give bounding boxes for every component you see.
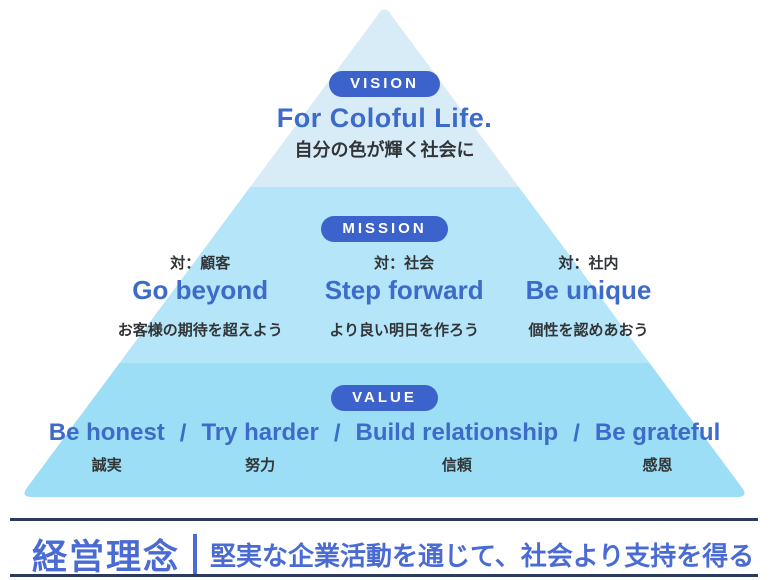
mission-subtitle: 個性を認めあおう <box>528 321 649 339</box>
value-item-honest: Be honest 誠実 <box>48 419 165 475</box>
value-subtitle: 信頼 <box>441 457 472 475</box>
mission-target-label: 対：顧客 <box>170 255 231 272</box>
value-title: Be honest <box>48 419 165 446</box>
value-item-relationship: Build relationship 信頼 <box>355 419 559 475</box>
value-item-try-harder: Try harder 努力 <box>201 419 319 475</box>
mission-badge: MISSION <box>321 216 448 242</box>
value-separator: / <box>333 420 341 447</box>
mission-title: Be unique <box>525 275 652 305</box>
value-title: Build relationship <box>355 419 559 446</box>
value-items-row: Be honest 誠実 / Try harder 努力 / Build rel… <box>0 419 769 475</box>
value-title: Be grateful <box>594 419 721 446</box>
value-item-grateful: Be grateful 感恩 <box>594 419 721 475</box>
footer-divider <box>193 533 198 576</box>
philosophy-label: 経営理念 <box>32 538 181 577</box>
mission-item-internal: 対：社内 Be unique 個性を認めあおう <box>526 252 652 340</box>
philosophy-footer: 経営理念 堅実な企業活動を通じて、社会より支持を得る <box>10 518 758 580</box>
vision-badge: VISION <box>329 71 440 97</box>
vision-title: For Coloful Life. <box>276 103 493 133</box>
value-title: Try harder <box>201 419 319 446</box>
mission-title: Go beyond <box>132 275 269 305</box>
footer-bottom-rule <box>10 574 758 577</box>
value-subtitle: 誠実 <box>91 457 122 475</box>
philosophy-footer-row: 経営理念 堅実な企業活動を通じて、社会より支持を得る <box>10 521 758 580</box>
philosophy-statement: 堅実な企業活動を通じて、社会より支持を得る <box>210 541 755 571</box>
mission-items-row: 対：顧客 Go beyond お客様の期待を超えよう 対：社会 Step for… <box>0 252 769 340</box>
mission-target-label: 対：社内 <box>558 255 619 272</box>
value-separator: / <box>179 420 187 447</box>
mission-title: Step forward <box>324 275 484 305</box>
mission-subtitle: お客様の期待を超えよう <box>117 321 283 339</box>
mission-subtitle: より良い明日を作ろう <box>329 321 480 339</box>
vision-badge-row: VISION <box>0 71 769 97</box>
mission-item-society: 対：社会 Step forward より良い明日を作ろう <box>325 252 484 340</box>
mission-target-label: 対：社会 <box>374 255 435 272</box>
mission-item-customer: 対：顧客 Go beyond お客様の期待を超えよう <box>118 252 283 340</box>
mission-badge-row: MISSION <box>0 216 769 242</box>
value-separator: / <box>573 420 580 447</box>
value-badge: VALUE <box>331 385 438 411</box>
value-subtitle: 努力 <box>245 457 276 475</box>
value-subtitle: 感恩 <box>642 457 673 475</box>
vision-subtitle: 自分の色が輝く社会に <box>294 140 475 160</box>
value-badge-row: VALUE <box>0 385 769 411</box>
